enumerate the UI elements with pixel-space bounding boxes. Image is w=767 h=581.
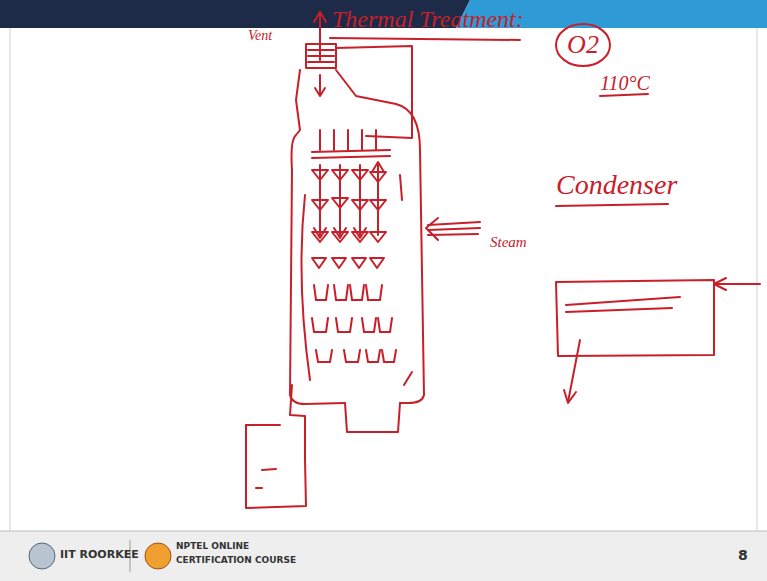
steam-label: Steam [490, 234, 527, 251]
course-name: NPTEL ONLINE [176, 542, 249, 552]
iit-logo [29, 543, 55, 569]
course-name: CERTIFICATION COURSE [176, 556, 296, 566]
nptel-logo [145, 543, 171, 569]
institute-name: IIT ROORKEE [60, 549, 139, 561]
slide-number: 8 [738, 548, 748, 563]
condenser-label: Condenser [556, 170, 677, 201]
footer-bar [0, 531, 767, 581]
circled-symbol: O2 [567, 31, 599, 60]
vent-label: Vent [248, 28, 272, 43]
title-text: Thermal Treatment: [332, 6, 524, 32]
temperature-label: 110°C [600, 72, 650, 94]
symbol-text: O2 [567, 31, 599, 60]
